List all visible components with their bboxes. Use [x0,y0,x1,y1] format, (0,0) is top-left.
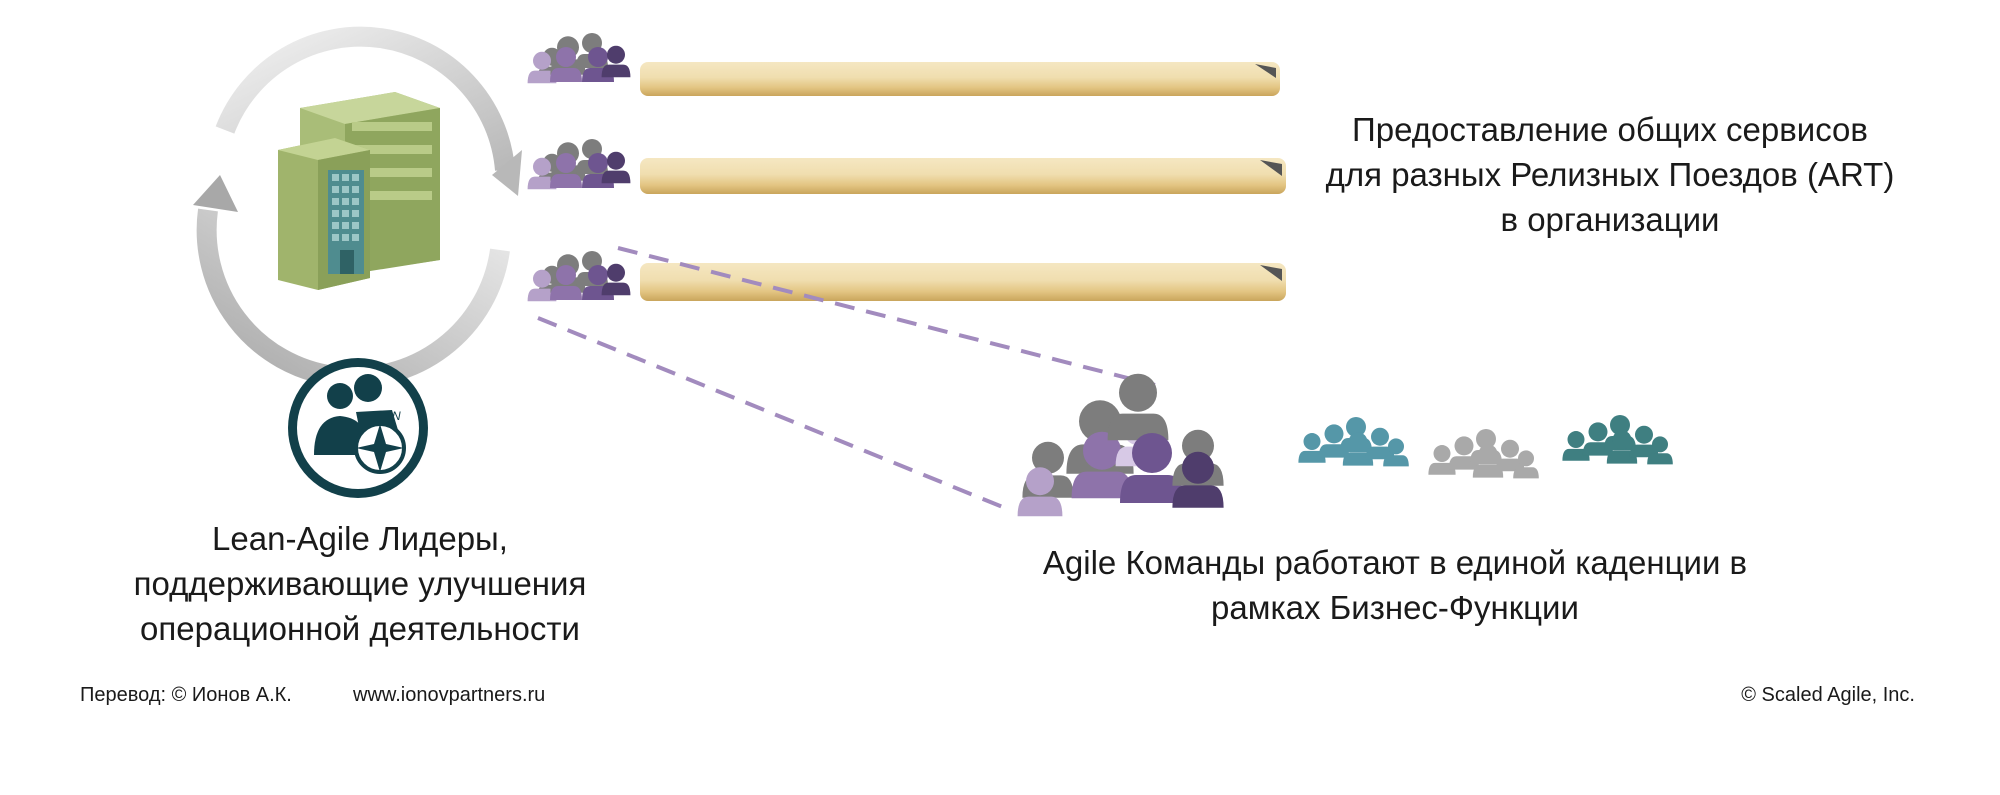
team-icon [528,251,631,301]
teams-line: рамках Бизнес-Функции [1211,589,1579,626]
leaders-line: поддерживающие улучшения [133,565,587,602]
shared-services-line: Предоставление общих сервисов [1352,111,1868,148]
train-bar-1 [640,62,1280,96]
footer-website: www.ionovpartners.ru [353,684,546,706]
lean-agile-leaders-text: Lean-Agile Лидеры, поддерживающие улучше… [90,516,630,651]
svg-text:N: N [392,409,401,423]
shared-services-line: для разных Релизных Поездов (ART) [1325,156,1895,193]
leaders-line: Lean-Agile Лидеры, [212,520,508,557]
footer-translation: Перевод: © Ионов А.К. [80,684,292,706]
footer-copyright: © Scaled Agile, Inc. [1741,684,1915,706]
leaders-line: операционной деятельности [140,610,580,647]
lean-agile-leader-icon: N [288,358,428,498]
team-icon [1562,415,1672,464]
train-bar-2 [640,158,1286,194]
shared-services-text: Предоставление общих сервисов для разных… [1310,107,1910,242]
team-icon [528,33,631,83]
team-icon [1298,417,1408,466]
train-bar-3 [640,263,1286,301]
building-icon [278,92,440,290]
teams-line: Agile Команды работают в единой каденции… [1042,544,1748,581]
shared-services-line: в организации [1500,201,1720,238]
team-icon [1428,429,1538,478]
team-icon [528,139,631,189]
agile-teams-text: Agile Команды работают в единой каденции… [985,540,1805,630]
zoom-dashed-lines [537,246,1156,512]
team-icon [1017,373,1224,517]
